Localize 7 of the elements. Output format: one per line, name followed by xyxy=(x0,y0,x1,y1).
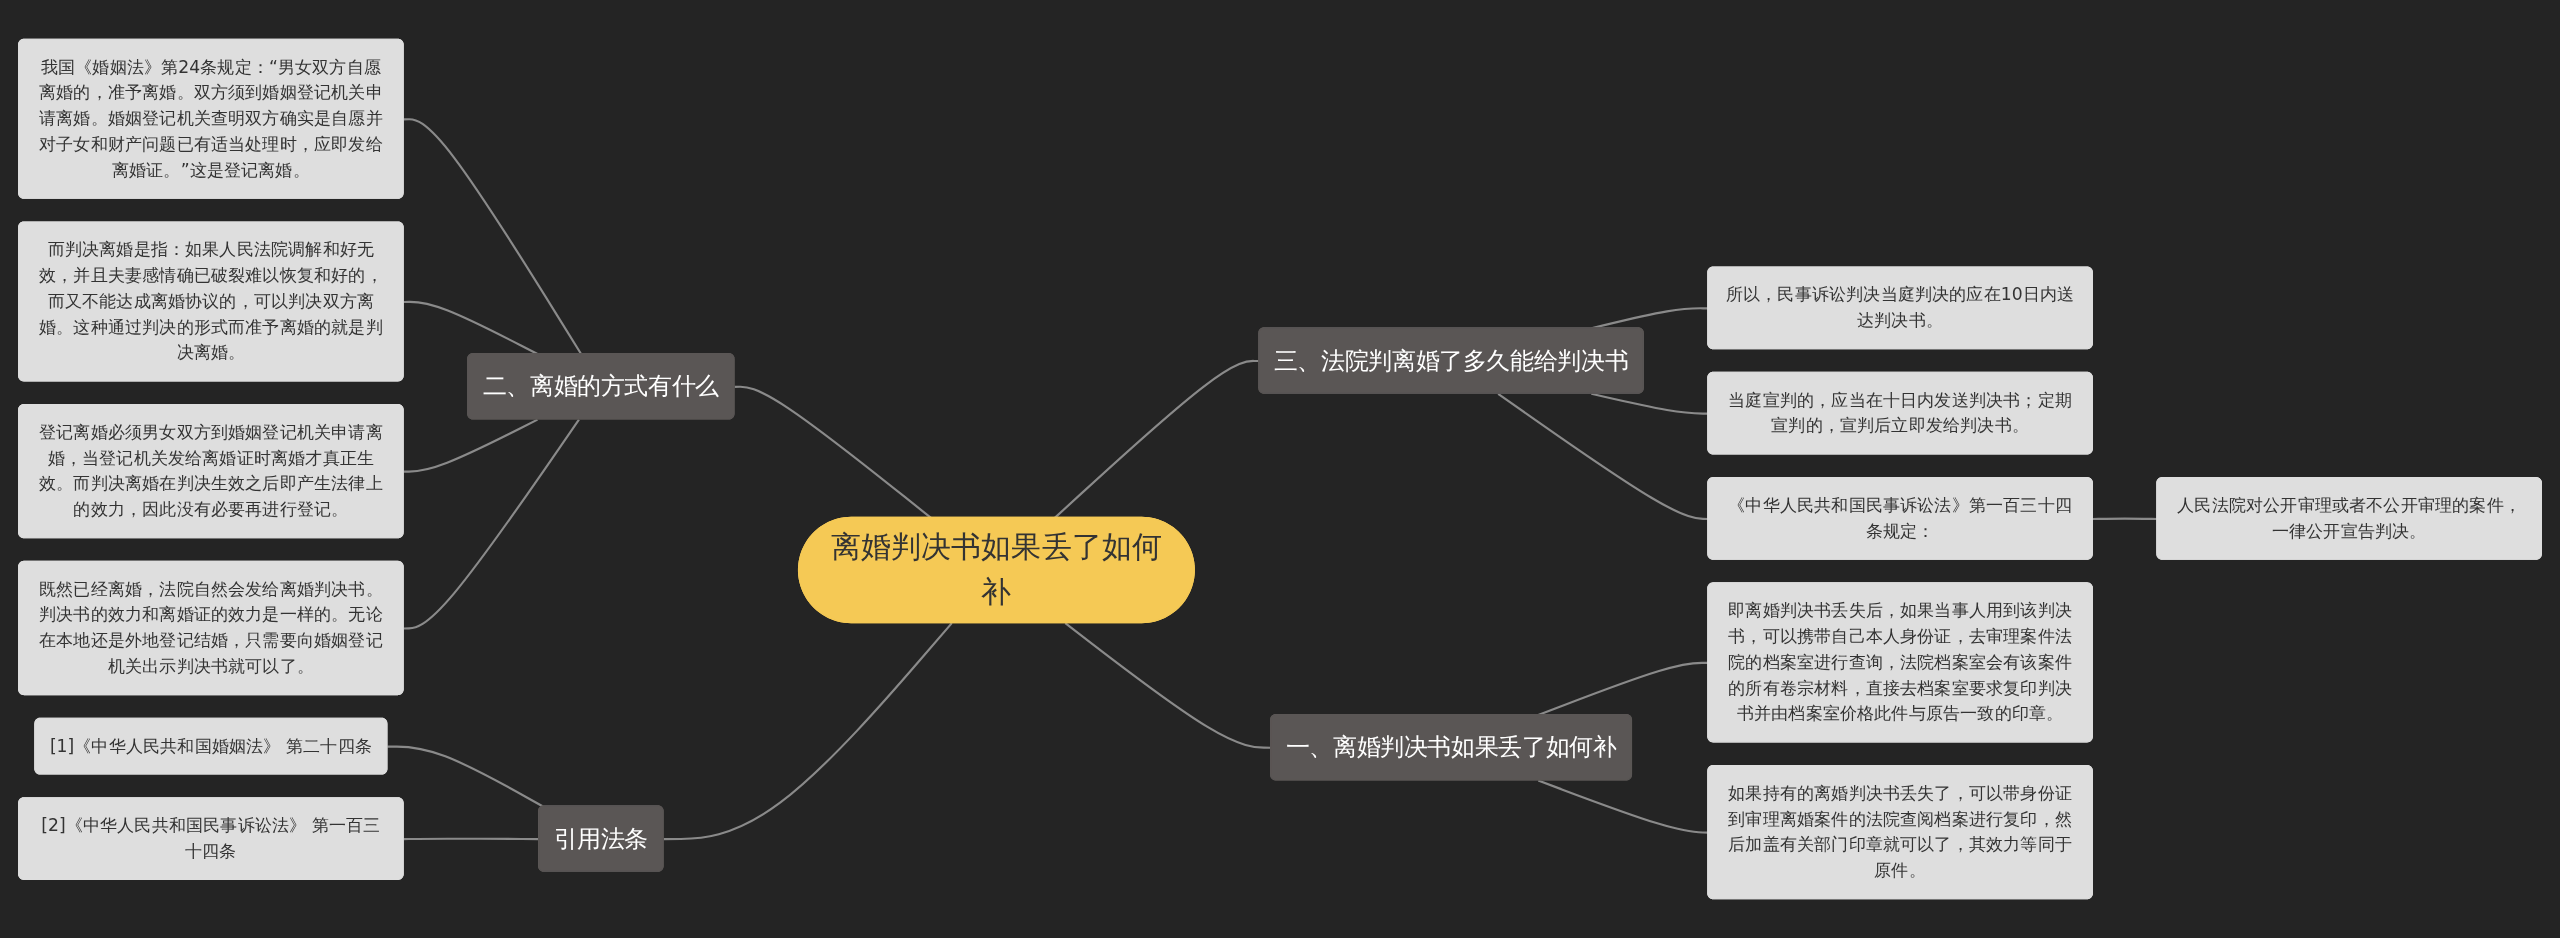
connector xyxy=(387,745,544,808)
connector xyxy=(403,418,538,473)
connector xyxy=(403,300,538,355)
connector xyxy=(403,118,583,355)
connector xyxy=(403,418,580,630)
connector xyxy=(663,622,953,841)
connector xyxy=(734,385,932,519)
